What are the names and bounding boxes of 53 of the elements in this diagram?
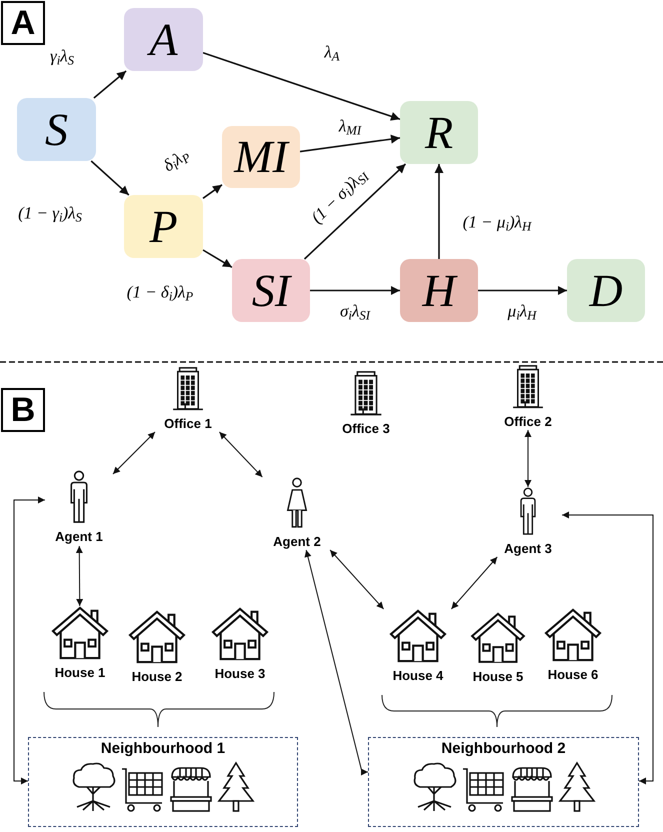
arrow — [434, 164, 444, 259]
neighbourhood-box — [368, 737, 639, 827]
node-label: House 4 — [392, 668, 444, 684]
edge-label: (1 − δ$_{i}$)λ$_{P}$ — [124, 284, 196, 300]
arrow — [93, 70, 127, 99]
arrow — [562, 512, 654, 784]
node-label: Agent 2 — [273, 534, 321, 550]
arrow — [524, 430, 532, 488]
neighbourhood-title: Neighbourhood 1 — [100, 740, 226, 759]
node-label: Agent 1 — [55, 529, 103, 546]
arrow — [450, 556, 498, 610]
arrow — [76, 546, 84, 606]
node-label: Office 2 — [504, 414, 552, 430]
node-label: Office 1 — [164, 416, 212, 432]
arrow — [202, 52, 400, 121]
compartment-box: R — [400, 101, 478, 164]
edge-label: (1 − γ$_{i}$)λ$_{S}$ — [16, 204, 84, 222]
arrow — [330, 550, 384, 610]
compartment-box: D — [567, 259, 645, 322]
edge-label: γ$_{i}$λ$_{S}$ — [48, 48, 76, 64]
arrow — [202, 249, 232, 268]
edge-label: λ$_{MI}$ — [336, 118, 364, 134]
arrow — [304, 163, 406, 260]
node-label: House 2 — [132, 669, 182, 686]
arrow — [90, 160, 130, 196]
arrow — [202, 184, 222, 199]
compartment-box: SI — [232, 259, 310, 322]
edge-label: (1 − μ$_{i}$)λ$_{H}$ — [460, 214, 534, 230]
compartment-box: A — [124, 8, 203, 71]
neighbourhood-box — [28, 737, 298, 827]
panel-label: A — [1, 1, 45, 45]
edge-label: λ$_{A}$ — [322, 44, 342, 60]
node-label: Agent 3 — [504, 540, 552, 557]
compartment-box: P — [124, 195, 203, 258]
arrow — [112, 432, 156, 474]
node-label: House 5 — [472, 668, 524, 685]
node-label: Office 3 — [342, 421, 390, 438]
edge-label: μ$_{i}$λ$_{H}$ — [506, 302, 538, 320]
arrow — [304, 550, 368, 776]
arrow — [478, 286, 567, 295]
compartment-box: MI — [222, 126, 300, 188]
arrow — [310, 286, 400, 295]
node-label: House 6 — [548, 667, 598, 684]
node-label: House 1 — [54, 665, 106, 682]
compartment-box: S — [17, 98, 96, 161]
neighbourhood-title: Neighbourhood 2 — [441, 740, 566, 759]
panel-label: B — [1, 388, 45, 432]
compartment-box: H — [400, 259, 478, 322]
edge-label: σ$_{i}$λ$_{SI}$ — [338, 302, 372, 320]
arrow — [218, 432, 263, 478]
arrow — [300, 134, 400, 152]
node-label: House 3 — [214, 666, 266, 682]
arrow — [14, 496, 46, 784]
